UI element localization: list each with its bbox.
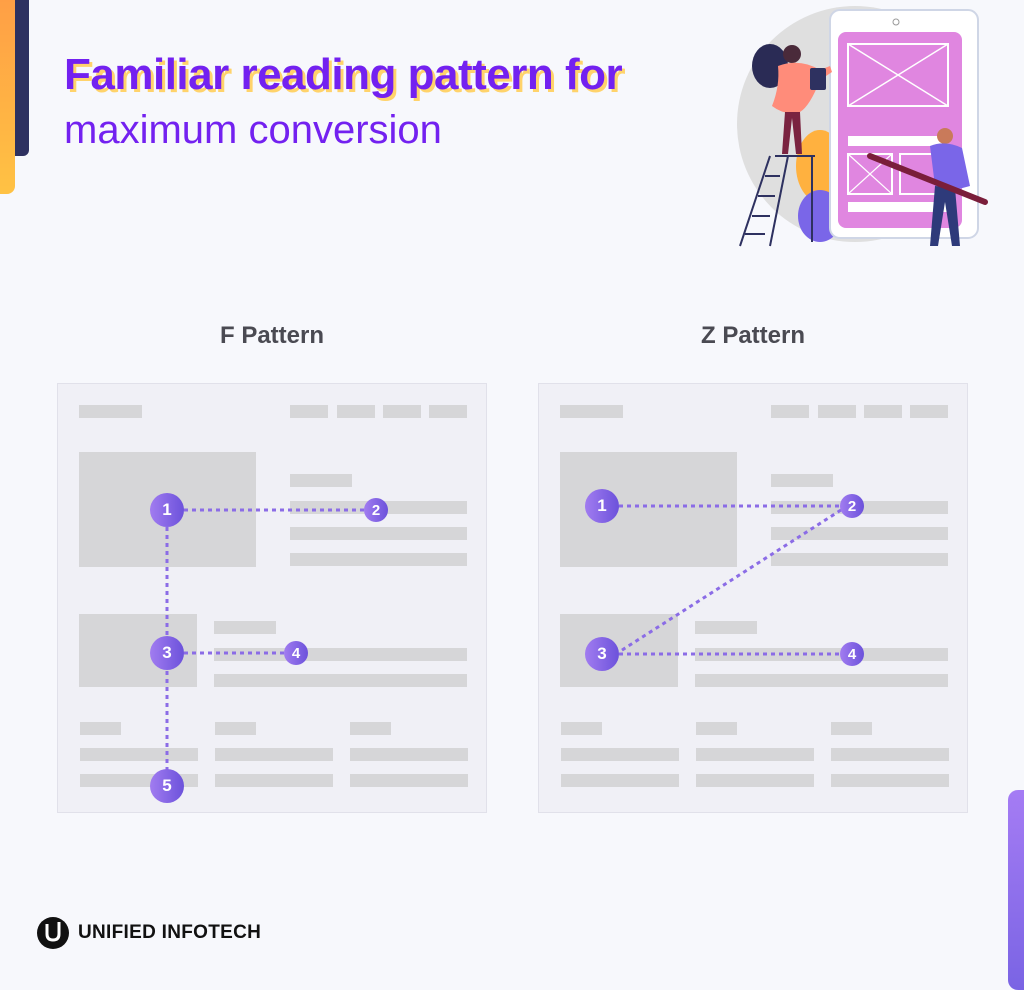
text-line-placeholder: [215, 748, 333, 761]
column-heading-placeholder: [696, 722, 737, 735]
column-heading-placeholder: [80, 722, 121, 735]
step-node-4: 4: [840, 642, 864, 666]
text-line-placeholder: [350, 774, 468, 787]
text-line-placeholder: [831, 748, 949, 761]
column-heading-placeholder: [561, 722, 602, 735]
text-line-placeholder: [771, 553, 948, 566]
heading-placeholder: [771, 474, 833, 487]
f-pattern-title: F Pattern: [219, 322, 324, 349]
logo-placeholder: [560, 405, 623, 418]
nav-placeholder: [290, 405, 328, 418]
nav-placeholder: [337, 405, 375, 418]
column-heading-placeholder: [831, 722, 872, 735]
nav-placeholder: [818, 405, 856, 418]
step-node-3: 3: [585, 637, 619, 671]
nav-placeholder: [429, 405, 467, 418]
step-node-3: 3: [150, 636, 184, 670]
text-line-placeholder: [214, 674, 467, 687]
step-node-2: 2: [364, 498, 388, 522]
f-pattern-wireframe: 1 2 3 4 5: [57, 383, 487, 813]
f-reading-path: [165, 508, 376, 770]
column-heading-placeholder: [215, 722, 256, 735]
text-line-placeholder: [290, 527, 467, 540]
pencil-icon: [867, 153, 988, 205]
z-pattern-title: Z Pattern: [700, 322, 805, 349]
heading-placeholder: [214, 621, 276, 634]
nav-placeholder: [864, 405, 902, 418]
brand-name: UNIFIED INFOTECH: [78, 922, 262, 943]
text-line-placeholder: [831, 774, 949, 787]
nav-placeholder: [910, 405, 948, 418]
headline-line2: maximum conversion: [64, 108, 442, 152]
headline-line1: Familiar reading pattern for: [64, 50, 623, 99]
text-line-placeholder: [290, 553, 467, 566]
brand-logo: UNIFIED INFOTECH: [36, 916, 261, 950]
right-purple-accent-bar: [1008, 790, 1024, 990]
z-pattern-wireframe: 1 2 3 4: [538, 383, 968, 813]
step-node-1: 1: [585, 489, 619, 523]
text-line-placeholder: [561, 774, 679, 787]
step-node-5: 5: [150, 769, 184, 803]
designers-illustration: [737, 6, 988, 247]
unified-infotech-logo-icon: [37, 917, 69, 949]
left-navy-accent-bar: [15, 0, 29, 156]
nav-placeholder: [771, 405, 809, 418]
z-reading-path: [618, 504, 842, 656]
heading-placeholder: [290, 474, 352, 487]
left-orange-accent-bar: [0, 0, 15, 194]
step-node-4: 4: [284, 641, 308, 665]
text-line-placeholder: [695, 674, 948, 687]
column-heading-placeholder: [350, 722, 391, 735]
logo-placeholder: [79, 405, 142, 418]
heading-placeholder: [695, 621, 757, 634]
text-line-placeholder: [771, 527, 948, 540]
text-line-placeholder: [215, 774, 333, 787]
text-line-placeholder: [696, 748, 814, 761]
nav-placeholder: [383, 405, 421, 418]
text-line-placeholder: [214, 648, 467, 661]
step-node-1: 1: [150, 493, 184, 527]
text-line-placeholder: [350, 748, 468, 761]
step-node-2: 2: [840, 494, 864, 518]
text-line-placeholder: [696, 774, 814, 787]
text-line-placeholder: [561, 748, 679, 761]
